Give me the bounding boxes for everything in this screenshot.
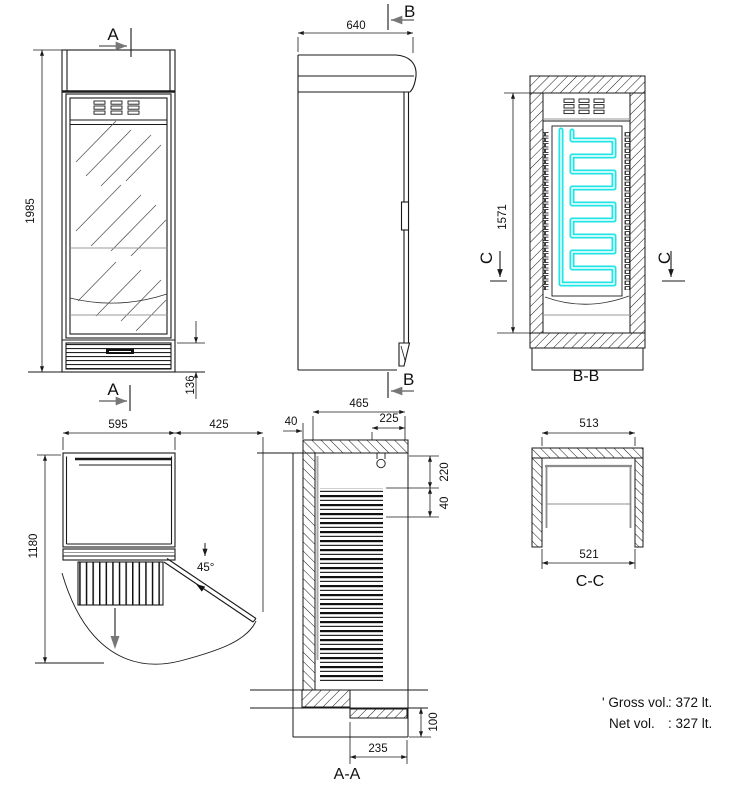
interior-width-top-label: 513 bbox=[579, 418, 598, 430]
plan-open-door-outer bbox=[166, 558, 257, 619]
side-view bbox=[297, 54, 417, 371]
section-aa-label: A-A bbox=[334, 766, 361, 783]
side-view-dimensions: 640 B B bbox=[297, 2, 415, 398]
section-aa-view bbox=[250, 439, 428, 738]
side-foot bbox=[398, 342, 411, 367]
bb-shelf-rail-left bbox=[543, 132, 549, 290]
cc-left-wall-hatch bbox=[531, 457, 543, 548]
section-marker-b-top: B bbox=[404, 2, 415, 21]
front-shelf-lines bbox=[70, 247, 167, 316]
interior-width-bottom-label: 521 bbox=[579, 549, 598, 561]
gross-volume-label: ' Gross vol. bbox=[602, 695, 669, 710]
section-marker-c-right: C bbox=[655, 252, 674, 264]
section-cc-label: C-C bbox=[576, 573, 604, 590]
section-marker-a-top: A bbox=[107, 25, 119, 44]
interior-depth-label: 465 bbox=[349, 398, 368, 410]
interior-height-label: 1571 bbox=[497, 204, 509, 230]
plan-open-direction-arrowhead bbox=[110, 636, 120, 649]
plan-open-door-inner bbox=[163, 561, 254, 623]
side-foot-hatch bbox=[400, 345, 406, 363]
aa-evaporator-fins bbox=[320, 488, 383, 684]
front-bottle-curve bbox=[69, 293, 168, 304]
front-glass bbox=[69, 97, 168, 335]
gross-volume-value: : 372 lt. bbox=[668, 695, 712, 710]
volumes-note: ' Gross vol. : 372 lt. Net vol. : 327 lt… bbox=[602, 695, 712, 731]
overall-depth-label: 640 bbox=[346, 20, 365, 32]
plan-door-direction-arrowhead bbox=[196, 584, 206, 592]
section-bb-view bbox=[529, 75, 646, 371]
bb-evaporator-coil-highlight bbox=[560, 129, 615, 285]
plan-door-swing-arc bbox=[61, 572, 257, 665]
net-volume-label: Net vol. bbox=[609, 716, 655, 731]
aa-left-wall-hatch bbox=[302, 452, 316, 691]
cc-shelf-bracket bbox=[545, 464, 632, 528]
plan-view-dimensions: 595 425 45° 1180 bbox=[28, 419, 264, 664]
wall-thickness-label: 40 bbox=[285, 416, 298, 428]
bb-plinth bbox=[531, 347, 644, 371]
net-volume-value: : 327 lt. bbox=[668, 716, 712, 731]
plan-condenser-ribs bbox=[77, 561, 164, 606]
front-control-vents bbox=[93, 100, 140, 115]
plan-view bbox=[61, 452, 257, 665]
aa-base-step-hatch-lower bbox=[349, 708, 408, 719]
side-canopy-bulge bbox=[395, 54, 417, 93]
overall-depth-open-label: 1180 bbox=[28, 534, 40, 559]
front-view-dimensions: 1985 136 A A bbox=[25, 25, 205, 411]
aa-base-step-hatch-upper bbox=[301, 689, 351, 708]
bb-evaporator-coil bbox=[558, 127, 617, 287]
bb-shelf-rail-right bbox=[624, 132, 630, 290]
upper-right-label: 220 bbox=[439, 462, 451, 481]
bb-top-wall-hatch bbox=[529, 75, 646, 94]
bb-header-vents bbox=[563, 98, 605, 115]
overall-height-label: 1985 bbox=[25, 198, 37, 224]
cc-right-wall-hatch bbox=[634, 457, 644, 548]
bb-left-wall-hatch bbox=[529, 92, 544, 334]
bb-right-wall-hatch bbox=[629, 92, 646, 334]
section-bb-dimensions: 1571 C C B-B bbox=[477, 92, 685, 385]
section-cc-dimensions: 513 521 C-C bbox=[541, 418, 636, 590]
front-glass-reflections bbox=[75, 120, 167, 332]
plinth-height-label: 136 bbox=[185, 375, 197, 394]
door-angle-label: 45° bbox=[197, 562, 214, 574]
plan-cabinet-outline bbox=[62, 452, 176, 548]
side-door-handle bbox=[400, 201, 410, 231]
front-door-frame bbox=[65, 93, 172, 339]
cc-top-wall-hatch bbox=[531, 447, 644, 459]
section-marker-c-left: C bbox=[477, 252, 496, 264]
plinth-recess-depth-label: 235 bbox=[368, 743, 387, 755]
cabinet-width-label: 595 bbox=[108, 419, 127, 431]
mid-right-label: 40 bbox=[439, 497, 451, 510]
section-aa-dimensions: 465 40 225 220 40 100 235 A-A bbox=[283, 398, 451, 783]
front-grille bbox=[65, 342, 172, 370]
plan-door-closed-strip bbox=[62, 548, 176, 561]
top-recess-label: 225 bbox=[379, 413, 398, 425]
aa-drain-hole bbox=[376, 458, 386, 469]
aa-top-wall-hatch bbox=[302, 439, 409, 454]
door-swing-label: 425 bbox=[209, 419, 228, 431]
plan-open-door-end-cap bbox=[252, 618, 257, 623]
bb-liner bbox=[551, 125, 623, 297]
plinth-recess-height-label: 100 bbox=[428, 712, 440, 731]
front-view bbox=[61, 49, 176, 373]
section-marker-a-bottom: A bbox=[107, 380, 119, 399]
section-cc-view bbox=[531, 447, 644, 548]
section-bb-label: B-B bbox=[573, 368, 600, 385]
bb-bottom-wall-hatch bbox=[529, 332, 646, 349]
bb-air-duct-curve bbox=[544, 295, 630, 305]
section-marker-b-bottom: B bbox=[403, 370, 414, 389]
